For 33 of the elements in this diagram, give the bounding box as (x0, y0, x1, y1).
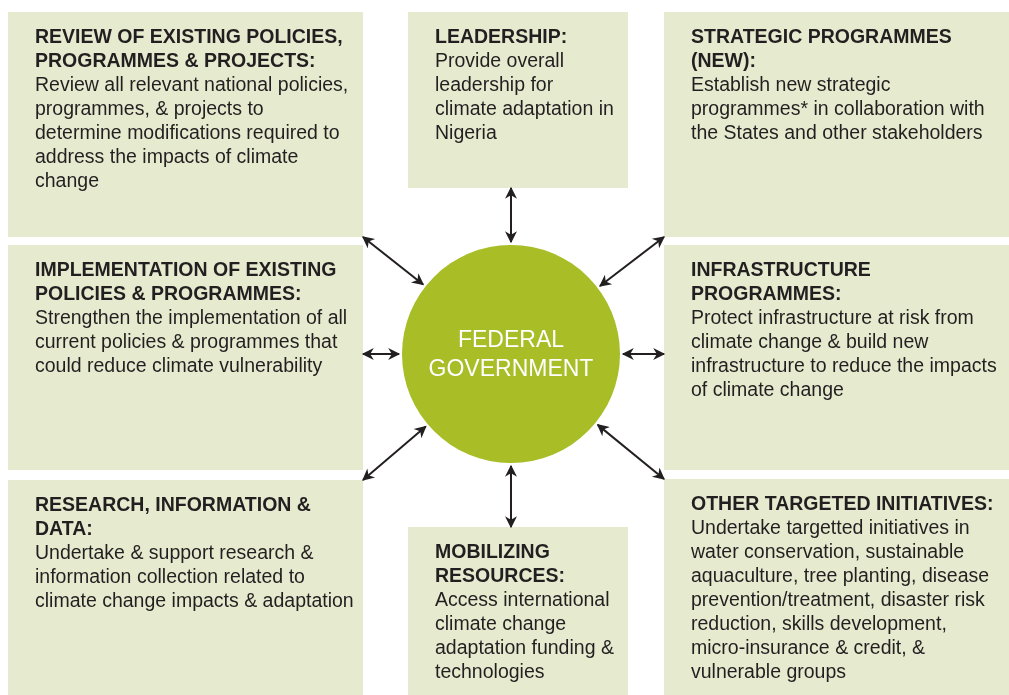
double-arrow (596, 423, 665, 480)
panel-description: Access international climate change adaptation funding & technologies (435, 587, 615, 683)
panel-heading: RESEARCH, INFORMATION & DATA: (35, 492, 312, 540)
double-arrow (505, 186, 517, 244)
double-arrow (362, 236, 425, 286)
panel-description: Undertake & support research & information collection related to climate change impacts & adaptation (35, 540, 355, 612)
panel-description: Establish new strategic programmes* in collaboration with the States and other stakeholders (691, 72, 986, 144)
info-panel (408, 12, 628, 188)
info-panel (408, 527, 628, 695)
panel-description: Provide overall leadership for climate adaptation in Nigeria (435, 48, 615, 144)
panel-heading: MOBILIZING RESOURCES: (435, 539, 567, 587)
panel-heading: STRATEGIC PROGRAMMES (NEW): (691, 24, 953, 72)
hub-label: FEDERAL GOVERNMENT (427, 325, 595, 383)
panel-heading: IMPLEMENTATION OF EXISTING POLICIES & PROGRAMMES: (35, 257, 338, 305)
info-panel (8, 480, 363, 695)
panel-heading: LEADERSHIP: (435, 24, 569, 48)
double-arrow (598, 236, 665, 287)
info-panel (664, 245, 1009, 470)
double-arrow (621, 348, 666, 360)
double-arrow (362, 425, 427, 481)
panel-description: Undertake targetted initiatives in water conservation, sustainable aquaculture, tree planting, disease prevention/treatment, disaster risk reduction, skills development, micro-insurance & credit, & vulnerable groups (691, 515, 991, 683)
panel-heading: OTHER TARGETED INITIATIVES: (691, 491, 995, 515)
panel-heading: REVIEW OF EXISTING POLICIES, PROGRAMMES & PROJECTS: (35, 24, 344, 72)
panel-description: Protect infrastructure at risk from climate change & build new infrastructure to reduce the impacts of climate change (691, 305, 998, 401)
panel-description: Review all relevant national policies, programmes, & projects to determine modifications required to address the impacts of climate change (35, 72, 350, 192)
info-panel (664, 12, 1009, 237)
info-panel (8, 245, 363, 470)
panel-description: Strengthen the implementation of all current policies & programmes that could reduce climate vulnerability (35, 305, 349, 377)
info-panel (664, 479, 1009, 695)
info-panel (8, 12, 363, 237)
double-arrow (361, 348, 401, 360)
panel-heading: INFRASTRUCTURE PROGRAMMES: (691, 257, 872, 305)
double-arrow (505, 464, 517, 529)
